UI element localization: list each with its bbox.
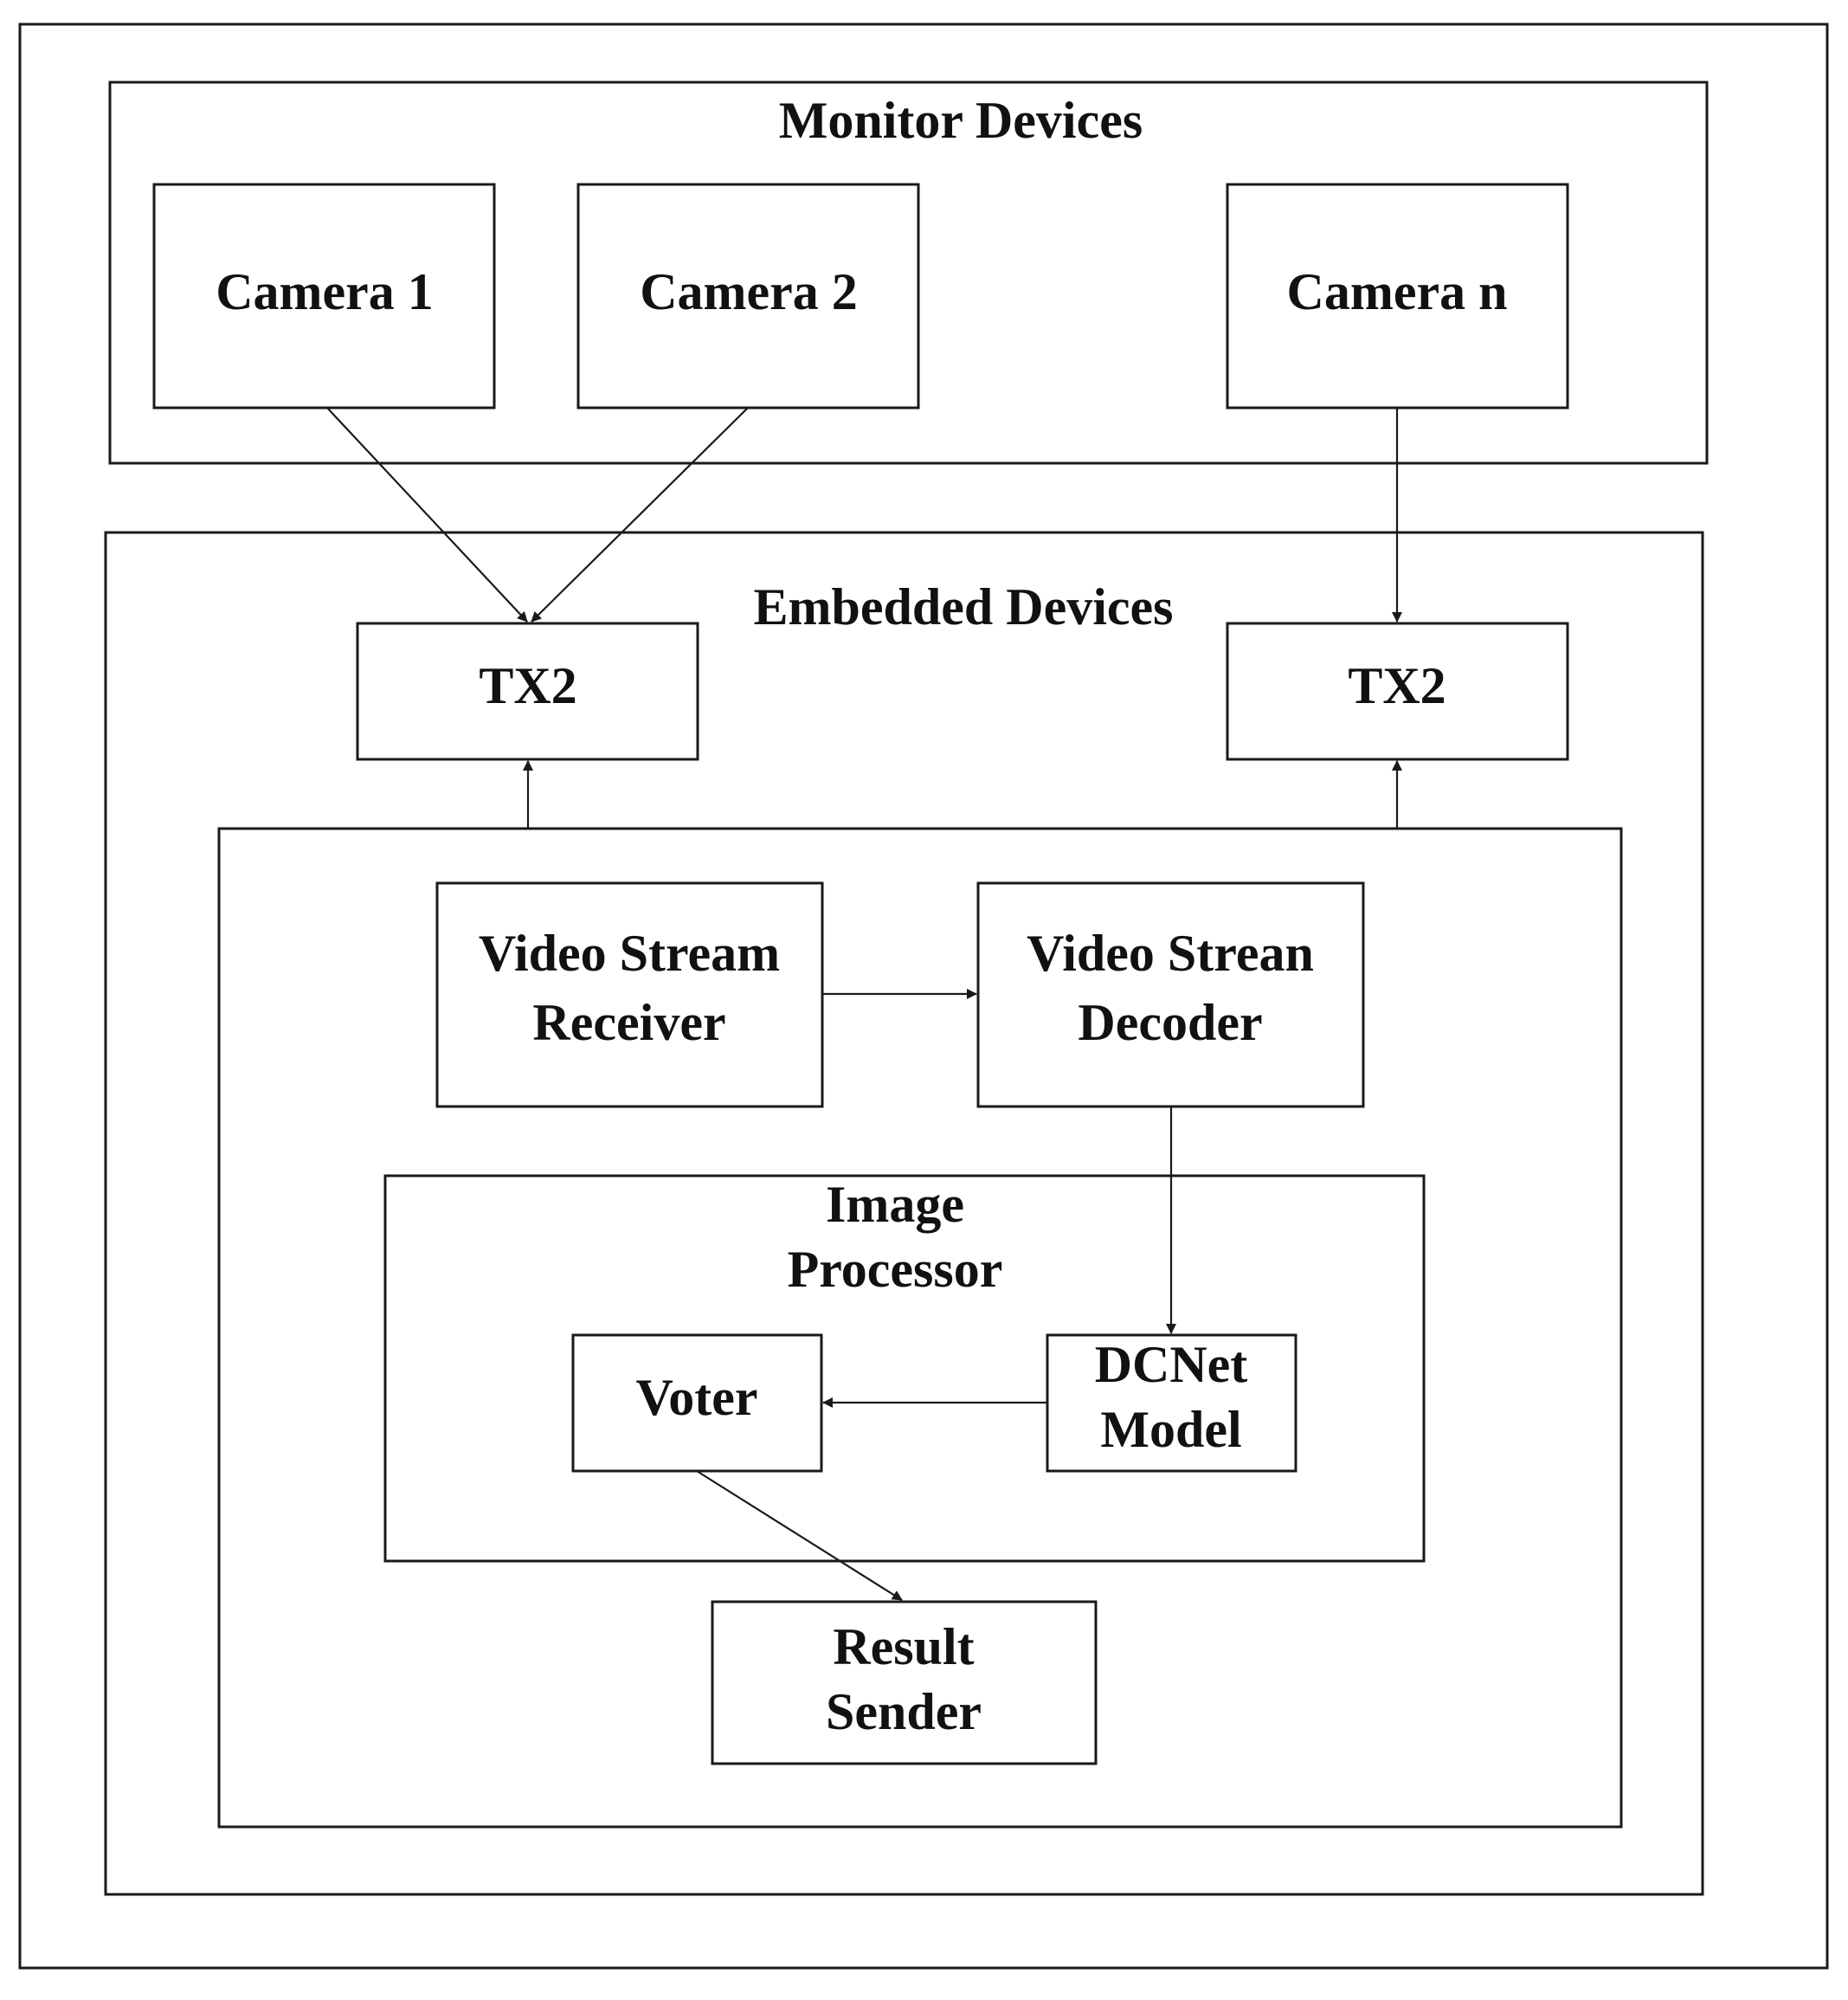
voter-label: Voter [635, 1369, 757, 1426]
tx2-left-box[interactable] [356, 622, 699, 761]
voter-to-sender-arrow [696, 1470, 903, 1601]
monitor-devices-group [108, 81, 1709, 465]
camera1-to-tx2-arrow [326, 407, 528, 623]
outer-frame [18, 23, 1829, 1970]
voter-box[interactable] [571, 1333, 823, 1473]
tx2-right-box[interactable] [1226, 622, 1569, 761]
image-processor-title-line2: Processor [788, 1241, 1003, 1298]
dcnet-model-box[interactable] [1046, 1333, 1297, 1473]
camera2-to-tx2-arrow [531, 407, 749, 623]
dcnet-label-line2: Model [1100, 1401, 1241, 1458]
tx2-right-label: TX2 [1348, 657, 1446, 714]
camera-1-label: Camera 1 [216, 263, 434, 320]
image-processor-group [383, 1174, 1426, 1563]
camera-n-box[interactable] [1226, 183, 1569, 410]
tx2-left-label: TX2 [479, 657, 576, 714]
monitor-devices-title: Monitor Devices [779, 92, 1143, 149]
receiver-label-line2: Receiver [532, 994, 725, 1051]
decoder-label-line1: Video Strean [1027, 925, 1314, 982]
result-sender-box[interactable] [711, 1600, 1098, 1765]
decoder-label-line2: Decoder [1078, 994, 1262, 1051]
dcnet-label-line1: DCNet [1095, 1336, 1248, 1393]
processing-block [217, 827, 1623, 1829]
camera-1-box[interactable] [152, 183, 496, 410]
camera-2-label: Camera 2 [640, 263, 858, 320]
camera-2-box[interactable] [576, 183, 920, 410]
video-stream-decoder-box[interactable] [976, 881, 1365, 1108]
image-processor-title-line1: Image [826, 1176, 964, 1233]
sender-label-line2: Sender [826, 1683, 982, 1740]
sender-label-line1: Result [833, 1618, 974, 1675]
embedded-devices-group [104, 531, 1704, 1896]
receiver-label-line1: Video Stream [479, 925, 780, 982]
camera-n-label: Camera n [1287, 263, 1508, 320]
embedded-devices-title: Embedded Devices [754, 578, 1174, 635]
